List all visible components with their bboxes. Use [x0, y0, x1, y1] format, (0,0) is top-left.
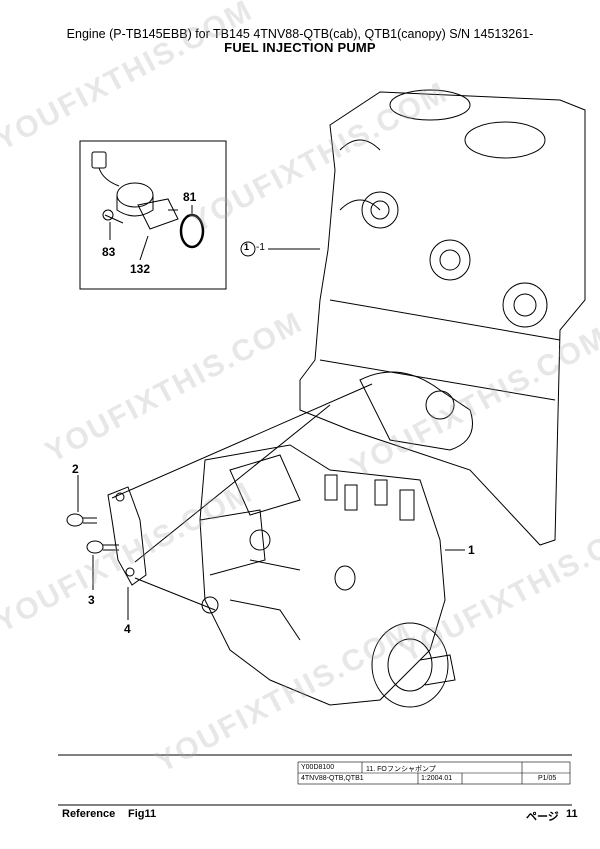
- model-line: Engine (P-TB145EBB) for TB145 4TNV88-QTB…: [66, 27, 534, 41]
- title-block-code: Y00D8100: [301, 764, 335, 771]
- bolt-3-illustration: [86, 540, 119, 554]
- title-block-name: 11. FOフンシャポンプ: [366, 766, 436, 773]
- reference-circle: [240, 241, 256, 257]
- callout-block-ref: 1: [244, 242, 250, 252]
- callout-2: 2: [72, 462, 79, 476]
- footer-page-label: ページ: [526, 811, 559, 823]
- callout-81: 81: [183, 190, 197, 204]
- injection-pump-illustration: [199, 444, 456, 708]
- solenoid-illustration: [91, 151, 205, 249]
- callout-1: 1: [468, 543, 475, 557]
- title-block-sheet: P1/05: [538, 775, 557, 782]
- callout-3: 3: [88, 593, 95, 607]
- callout-4: 4: [124, 622, 131, 636]
- footer-fig: Fig11: [128, 808, 157, 820]
- title-block-model: 4TNV88-QTB,QTB1: [301, 775, 364, 782]
- inset-frame: [79, 140, 227, 290]
- callout-block-sub: -1: [256, 242, 265, 253]
- title-block-frame: [297, 761, 571, 785]
- footer-reference-label: Reference: [62, 808, 116, 820]
- bracket-illustration: [107, 486, 147, 586]
- section-title: FUEL INJECTION PUMP: [224, 40, 376, 55]
- engine-block-illustration: [299, 89, 586, 546]
- callout-132: 132: [130, 262, 151, 276]
- callout-83: 83: [102, 245, 116, 259]
- footer-page-number: 11: [566, 808, 578, 820]
- bolt-2-illustration: [66, 513, 97, 527]
- title-block-date: 1:2004.01: [421, 775, 453, 782]
